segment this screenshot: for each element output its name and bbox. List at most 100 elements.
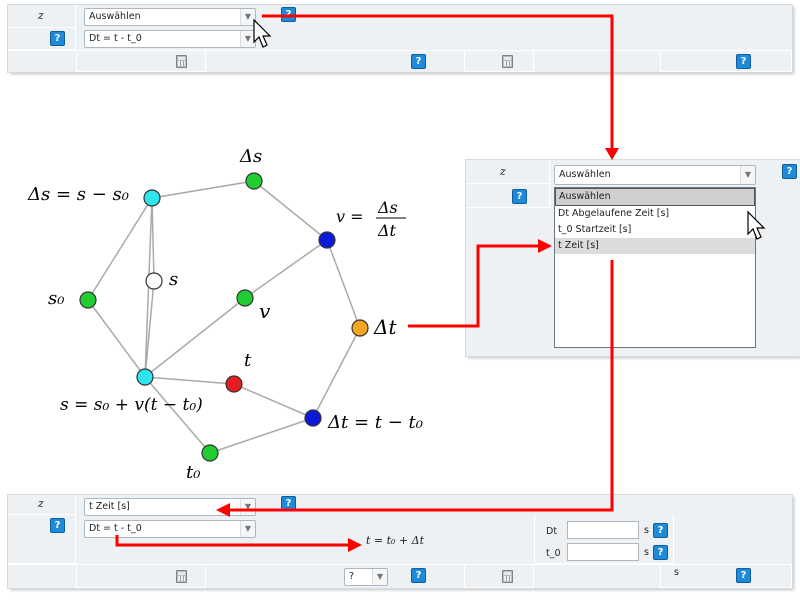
formula-select-value: Dt = t - t_0 (89, 33, 142, 44)
graph-node-s0[interactable] (79, 291, 97, 309)
formula-select[interactable]: Dt = t - t_0 ▼ (84, 30, 256, 48)
help-icon[interactable]: ? (736, 568, 751, 583)
graph-edge (87, 197, 153, 301)
graph-node-s[interactable] (145, 272, 163, 290)
graph-nodes (79, 172, 369, 462)
arrow-head (216, 503, 230, 517)
var-label: z (38, 497, 44, 510)
graph-node-ds[interactable] (245, 172, 263, 190)
help-cell (466, 184, 550, 208)
formula-select[interactable]: Dt = t - t_0 ▼ (84, 520, 256, 538)
calculator-icon[interactable] (502, 570, 513, 583)
help-icon[interactable]: ? (512, 189, 527, 204)
inputs-cell (534, 515, 674, 564)
dropdown-option[interactable]: t_0 Startzeit [s] (558, 224, 632, 235)
variable-select-value: t Zeit [s] (89, 501, 130, 512)
help-icon[interactable]: ? (411, 54, 426, 69)
input-label-dt: Dt (546, 526, 558, 537)
graph-label-s_main: s = s₀ + v(t − t₀) (60, 395, 203, 415)
chevron-down-icon[interactable]: ▼ (240, 521, 255, 537)
graph-node-dt[interactable] (351, 319, 369, 337)
help-icon[interactable]: ? (782, 164, 797, 179)
calculator-icon[interactable] (502, 55, 513, 68)
graph-label-t0: t₀ (186, 462, 200, 483)
chevron-down-icon[interactable]: ▼ (240, 31, 255, 47)
chevron-down-icon[interactable]: ▼ (372, 569, 387, 585)
graph-edge (253, 180, 328, 241)
t0-input[interactable] (567, 543, 639, 561)
variable-select-value: Auswählen (89, 11, 141, 22)
graph-label-dt: Δt (373, 315, 397, 339)
calculator-icon[interactable] (176, 570, 187, 583)
var-label: z (500, 165, 506, 178)
graph-label-fraction-num: Δs (377, 198, 398, 217)
help-cell (8, 515, 76, 564)
graph-edge (144, 297, 246, 378)
graph-edge (144, 376, 211, 454)
graph-node-dt_eq[interactable] (304, 409, 322, 427)
graph-label-dt_eq: Δt = t − t₀ (327, 412, 423, 433)
help-icon[interactable]: ? (50, 518, 65, 533)
var-cell (466, 160, 550, 184)
dropdown-option[interactable]: Dt Abgelaufene Zeit [s] (558, 208, 670, 219)
dropdown-form-panel: z ? ? Auswählen ▼ Auswählen Dt Abgelaufe… (466, 160, 800, 356)
arrow-dt-to-option (408, 244, 540, 328)
arrow-head (538, 239, 552, 253)
graph-edge (151, 197, 155, 282)
graph-label-s_eq: Δs = s − s₀ (27, 184, 129, 205)
calculator-icon[interactable] (176, 55, 187, 68)
graph-edge (312, 327, 361, 419)
help-icon[interactable]: ? (653, 523, 668, 538)
cursor-icon (747, 210, 766, 240)
arrow-select-to-dropdown (262, 14, 614, 150)
graph-node-s_main[interactable] (136, 368, 154, 386)
dropdown-option[interactable]: Auswählen (555, 188, 755, 206)
graph-label-v_eq: v = (336, 207, 364, 226)
var-cell (8, 495, 76, 515)
graph-label-t: t (244, 350, 252, 371)
help-icon[interactable]: ? (50, 31, 65, 46)
graph-node-t[interactable] (225, 375, 243, 393)
graph-edge (326, 239, 361, 329)
toolbar-cell (464, 51, 534, 72)
var-cell (8, 5, 76, 28)
toolbar-cell (76, 565, 206, 588)
graph-node-v_eq[interactable] (318, 231, 336, 249)
graph-node-v[interactable] (236, 289, 254, 307)
variable-dropdown-list: Auswählen Dt Abgelaufene Zeit [s] t_0 St… (554, 187, 756, 348)
graph-label-fraction-den: Δt (377, 221, 397, 240)
help-icon[interactable]: ? (411, 568, 426, 583)
graph-edge (244, 239, 328, 299)
dropdown-option[interactable]: t Zeit [s] (555, 238, 755, 254)
arrow-head (348, 538, 362, 552)
chevron-down-icon[interactable]: ▼ (740, 166, 755, 184)
arrow-option-to-bottom (228, 260, 614, 512)
formula-select-value: Dt = t - t_0 (89, 523, 142, 534)
variable-select[interactable]: Auswählen ▼ (84, 8, 256, 26)
toolbar-row (8, 50, 792, 51)
unit-label: s (644, 547, 649, 558)
arrow-head (605, 148, 619, 160)
graph-edge (233, 383, 314, 419)
unit-label: s (674, 567, 679, 578)
variable-select[interactable]: Auswählen ▼ (554, 165, 756, 185)
result-formula: t = t₀ + Δt (366, 534, 425, 547)
graph-node-t0[interactable] (201, 444, 219, 462)
graph-node-s_eq[interactable] (143, 189, 161, 207)
dt-input[interactable] (567, 521, 639, 539)
help-icon[interactable]: ? (653, 545, 668, 560)
toolbar-cell (660, 51, 792, 72)
help-icon[interactable]: ? (281, 496, 296, 511)
arrow-formula-to-result (115, 535, 350, 547)
mini-select[interactable]: ? ▼ (344, 568, 388, 586)
chevron-down-icon[interactable]: ▼ (240, 9, 255, 25)
graph-edge (87, 299, 146, 378)
graph-label-s0: s₀ (48, 288, 64, 309)
graph-label-v: v (259, 299, 271, 323)
variable-select-value: Auswählen (559, 169, 611, 180)
mini-select-value: ? (349, 571, 355, 582)
help-icon[interactable]: ? (736, 54, 751, 69)
var-label: z (38, 9, 44, 22)
